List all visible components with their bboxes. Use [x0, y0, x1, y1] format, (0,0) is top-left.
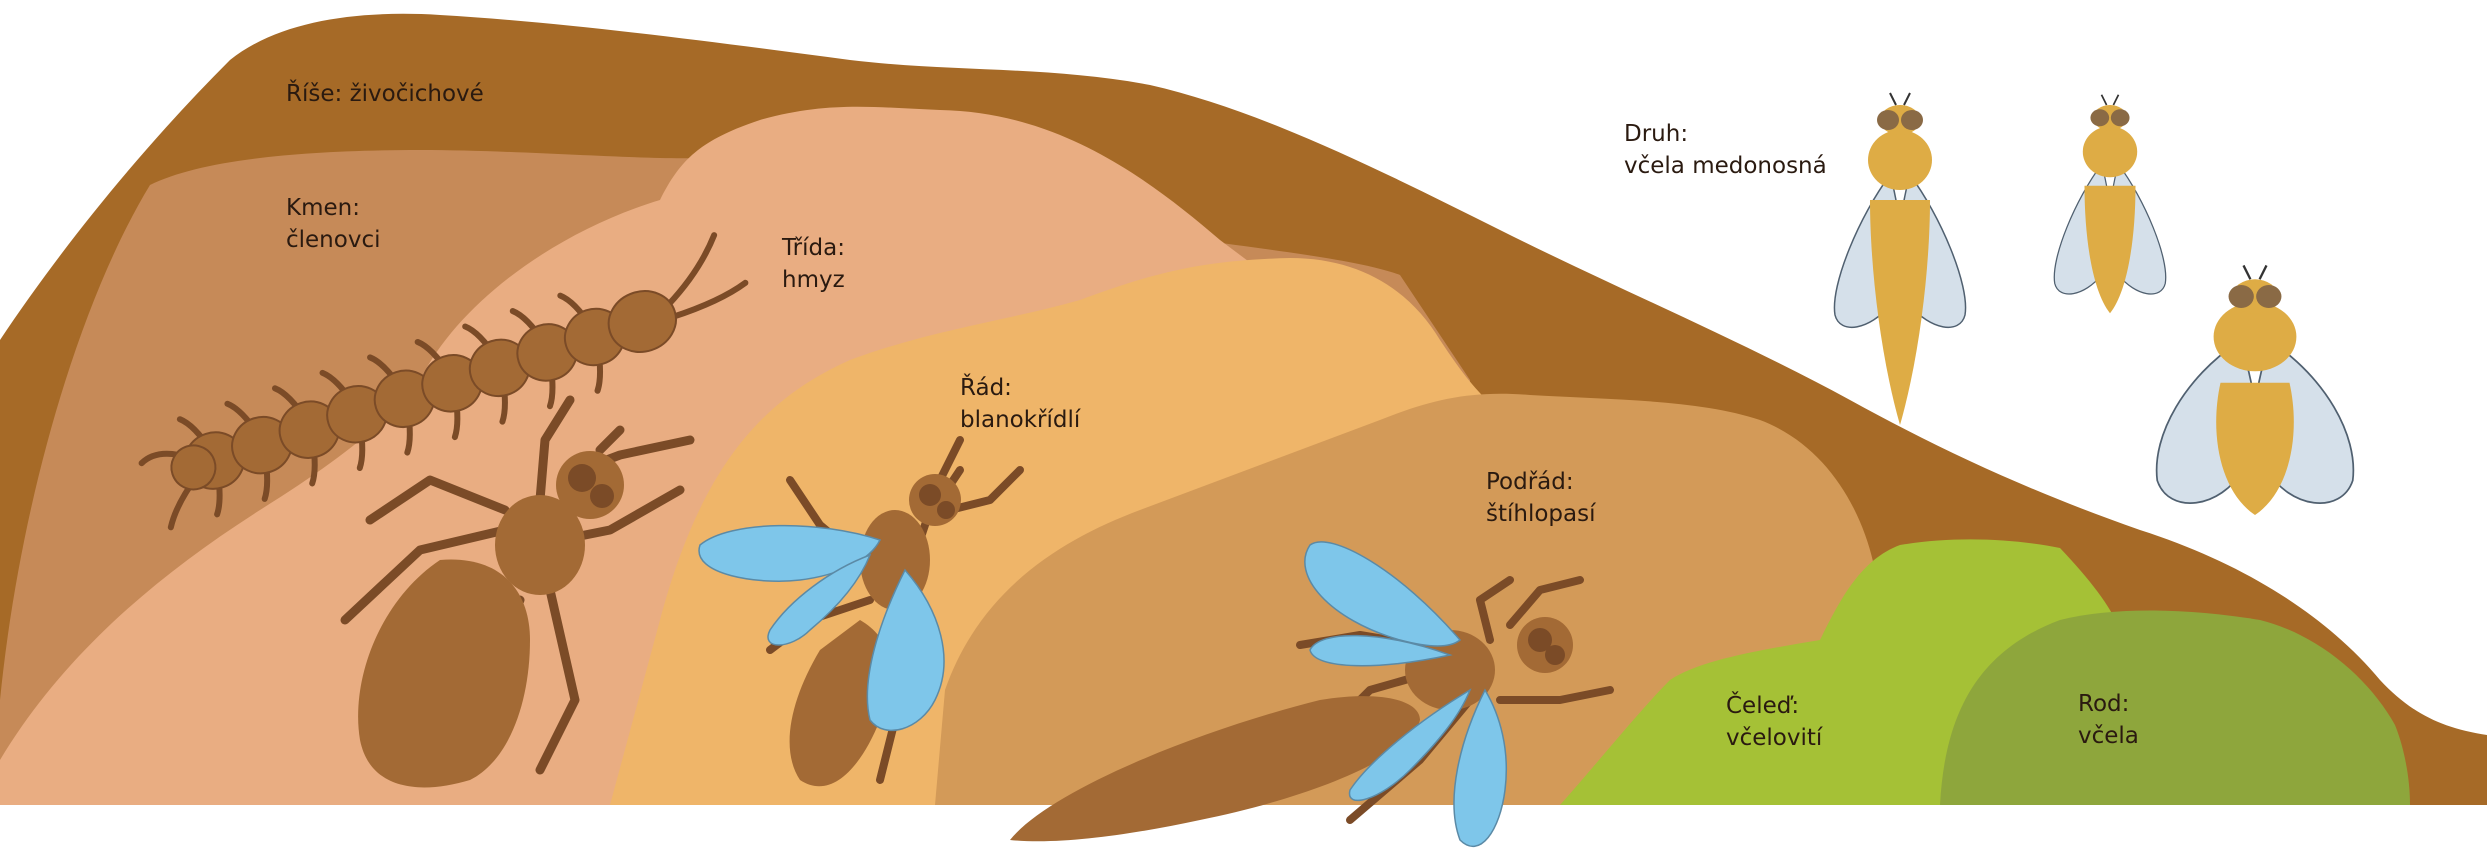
suborder-label: Podřád: štíhlopasí [1486, 466, 1596, 530]
genus-label-line1: Rod: [2078, 688, 2139, 720]
order-label-line1: Řád: [960, 372, 1080, 404]
phylum-label-line1: Kmen: [286, 192, 380, 224]
genus-label-line2: včela [2078, 720, 2139, 752]
family-label: Čeleď: včelovití [1726, 690, 1822, 754]
honeybee-icon [2157, 265, 2354, 515]
class-label-line2: hmyz [782, 264, 845, 296]
phylum-label: Kmen: členovci [286, 192, 380, 256]
suborder-label-line2: štíhlopasí [1486, 498, 1596, 530]
species-label-line1: Druh: [1624, 118, 1827, 150]
phylum-label-line2: členovci [286, 224, 380, 256]
family-label-line2: včelovití [1726, 722, 1822, 754]
honeybee-icon [1834, 93, 1965, 425]
genus-label: Rod: včela [2078, 688, 2139, 752]
family-label-line1: Čeleď: [1726, 690, 1822, 722]
order-label-line2: blanokřídlí [960, 404, 1080, 436]
kingdom-label-text: Říše: živočichové [286, 78, 484, 110]
order-label: Řád: blanokřídlí [960, 372, 1080, 436]
species-label: Druh: včela medonosná [1624, 118, 1827, 182]
class-label: Třída: hmyz [782, 232, 845, 296]
species-label-line2: včela medonosná [1624, 150, 1827, 182]
class-label-line1: Třída: [782, 232, 845, 264]
kingdom-label: Říše: živočichové [286, 78, 484, 110]
suborder-label-line1: Podřád: [1486, 466, 1596, 498]
honeybee-icon [2054, 95, 2165, 313]
